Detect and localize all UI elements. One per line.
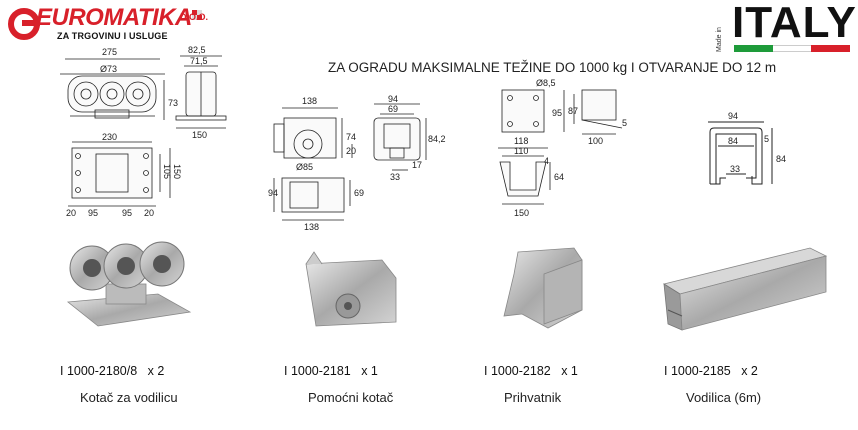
product-name: Pomoćni kotač	[308, 390, 394, 405]
dim-aux-side-w1: 94	[388, 94, 398, 104]
swirl-icon	[8, 8, 40, 40]
product-code: I 1000-2182	[484, 364, 551, 378]
dim-aux-h1: 74	[346, 132, 356, 142]
dim-aux-plan-h: 94	[268, 188, 278, 198]
dim-roller-bolt-2: 95	[88, 208, 98, 218]
dim-rail-width: 94	[728, 111, 738, 121]
dim-roller-side-inner: 71,5	[190, 56, 208, 66]
dim-rail-thick: 5	[764, 134, 769, 144]
dim-aux-plan-w: 138	[304, 222, 319, 232]
dim-catcher-base: 150	[514, 208, 529, 218]
flag-stripe-red	[811, 45, 851, 52]
checker-icon	[192, 10, 202, 20]
rail-product-image	[662, 247, 828, 331]
brand-logo-mark	[8, 8, 202, 40]
dim-catcher-step: 4	[544, 156, 549, 166]
product-3: I 1000-2182 x 1	[484, 362, 578, 380]
dim-roller-bolt-3: 95	[122, 208, 132, 218]
dim-aux-side-w2: 69	[388, 104, 398, 114]
flag-stripe-white	[772, 45, 812, 52]
dim-aux-side-base: 33	[390, 172, 400, 182]
dim-catcher-hole: Ø8,5	[536, 78, 556, 88]
product-qty: x 2	[147, 364, 165, 378]
dim-catcher-depth: 100	[588, 136, 603, 146]
dim-catcher-h1: 95	[552, 108, 562, 118]
made-in-label: Made in	[716, 27, 723, 52]
dim-aux-wheel: Ø85	[296, 162, 313, 172]
product-2: I 1000-2181 x 1	[284, 362, 378, 380]
dim-roller-width: 275	[102, 47, 117, 57]
dim-roller-side-base: 150	[192, 130, 207, 140]
rail-technical-drawing: 94 84 5 84 33	[708, 111, 786, 185]
catcher-product-image	[503, 247, 583, 329]
dim-roller-plate-len: 230	[102, 132, 117, 142]
aux-wheel-technical-drawing: 138 74 20 Ø85 94 69 84,2 17 33 94 138 69	[268, 94, 446, 232]
dim-rail-slot: 33	[730, 164, 740, 174]
dim-aux-width: 138	[302, 96, 317, 106]
dim-catcher-h2: 87	[568, 106, 578, 116]
roller-product-image	[66, 241, 192, 327]
product-4: I 1000-2185 x 2	[664, 362, 758, 380]
dim-rail-height: 84	[776, 154, 786, 164]
dim-aux-plan-d: 69	[354, 188, 364, 198]
dim-aux-h2: 20	[346, 146, 356, 156]
aux-wheel-product-image	[305, 251, 397, 327]
dim-catcher-h3: 64	[554, 172, 564, 182]
product-code: I 1000-2181	[284, 364, 351, 378]
product-code: I 1000-2185	[664, 364, 731, 378]
product-name: Prihvatnik	[504, 390, 562, 405]
product-qty: x 1	[561, 364, 578, 378]
dim-aux-side-low: 17	[412, 160, 422, 170]
catcher-technical-drawing: Ø8,5 95 87 100 5 118 110 4 64 150	[498, 78, 627, 218]
brand-tagline: ZA TRGOVINU I USLUGE	[57, 31, 168, 41]
brand-suffix: D.O.O.	[180, 12, 209, 22]
product-code: I 1000-2180/8	[60, 364, 138, 378]
flag-stripe-green	[734, 45, 773, 52]
dim-roller-bolt-4: 20	[144, 208, 154, 218]
dim-aux-side-h: 84,2	[428, 134, 446, 144]
country-label: ITALY	[732, 0, 857, 47]
dim-catcher-w1: 118	[514, 136, 528, 146]
headline: ZA OGRADU MAKSIMALNE TEŽINE DO 1000 kg I…	[328, 60, 777, 75]
product-qty: x 2	[741, 364, 758, 378]
product-name: Vodilica (6m)	[686, 390, 762, 405]
dim-rail-inner: 84	[728, 136, 738, 146]
dim-roller-height: 73	[168, 98, 178, 108]
italian-flag	[734, 45, 851, 52]
roller-technical-drawing: 275 Ø73 73 82,5 71,5 150 230 105 150 20 …	[60, 45, 227, 218]
dim-catcher-thick: 5	[622, 118, 627, 128]
product-name: Kotač za vodilicu	[80, 390, 178, 405]
dim-roller-plate-h1: 105	[162, 164, 172, 179]
dim-roller-wheel: Ø73	[100, 64, 117, 74]
brand-name: EUROMATIKA	[36, 4, 192, 31]
product-qty: x 1	[361, 364, 378, 378]
dim-roller-plate-h2: 150	[172, 164, 182, 179]
dim-roller-bolt-1: 20	[66, 208, 76, 218]
product-1: I 1000-2180/8 x 2	[60, 362, 164, 380]
dim-roller-side-outer: 82,5	[188, 45, 206, 55]
dim-catcher-w2: 110	[514, 146, 528, 156]
